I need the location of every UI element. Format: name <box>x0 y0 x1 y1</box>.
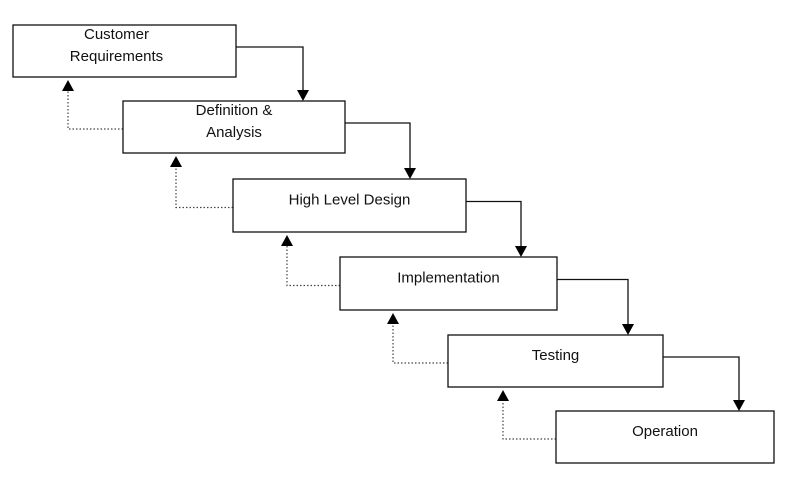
stage-box-customer-requirements <box>12 24 237 78</box>
stage-label-high-level-design-line-1: High Level Design <box>289 192 411 209</box>
flow-arrow-5 <box>663 356 745 411</box>
stage-label-definition-analysis-line-1: Definition & <box>196 102 273 119</box>
stage-box-definition-analysis <box>122 100 346 154</box>
flow-arrows <box>236 46 745 411</box>
stage-operation: Operation <box>555 410 775 464</box>
stage-box-implementation <box>339 256 558 311</box>
stage-box-operation <box>555 410 775 464</box>
stage-box-high-level-design <box>232 178 467 233</box>
feedback-arrow-5 <box>497 390 556 440</box>
stage-testing: Testing <box>447 334 664 388</box>
feedback-arrow-1 <box>62 80 123 130</box>
flow-arrow-1 <box>236 46 309 101</box>
stage-definition-analysis: Definition & Analysis <box>122 100 346 154</box>
feedback-arrow-2 <box>170 156 233 209</box>
stage-implementation: Implementation <box>339 256 558 311</box>
stage-label-implementation-line-1: Implementation <box>397 270 500 287</box>
feedback-arrow-4 <box>387 313 448 364</box>
stage-box-testing <box>447 334 664 388</box>
stage-label-customer-requirements-line-2: Requirements <box>70 48 163 65</box>
feedback-arrow-3 <box>281 235 340 287</box>
flow-arrow-2 <box>345 122 416 179</box>
feedback-arrows <box>62 80 556 440</box>
stage-label-testing-line-1: Testing <box>532 347 580 364</box>
flow-arrow-3 <box>466 200 527 257</box>
stage-label-operation-line-1: Operation <box>632 423 698 440</box>
flow-arrow-4 <box>557 278 634 335</box>
stage-label-customer-requirements-line-1: Customer <box>84 26 149 43</box>
stage-label-definition-analysis-line-2: Analysis <box>206 124 262 141</box>
stage-high-level-design: High Level Design <box>232 178 467 233</box>
